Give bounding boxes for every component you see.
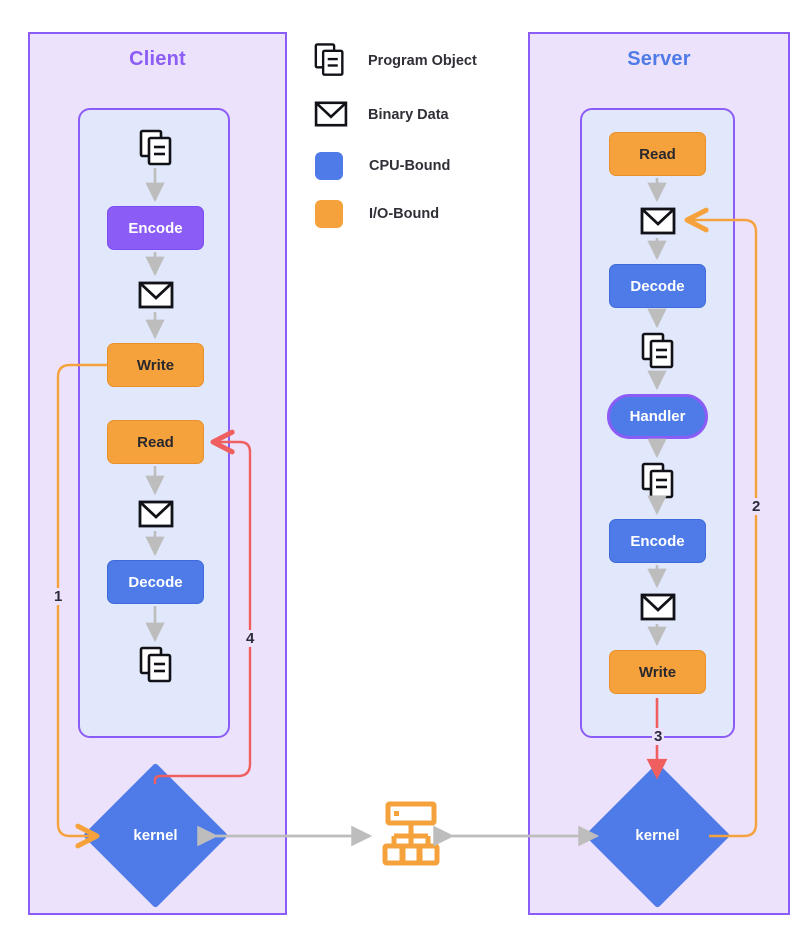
client-binary-data-icon-in bbox=[138, 499, 174, 534]
legend-label-binary-data: Binary Data bbox=[368, 107, 449, 123]
legend-label-cpu-bound: CPU-Bound bbox=[369, 158, 451, 174]
client-title: Client bbox=[129, 48, 186, 70]
binary-data-icon bbox=[314, 100, 348, 130]
legend-label-io-bound: I/O-Bound bbox=[369, 206, 440, 222]
legend-row-cpu-bound: CPU-Bound bbox=[315, 152, 450, 180]
client-encode-box[interactable]: Encode bbox=[107, 206, 204, 250]
server-write-box[interactable]: Write bbox=[609, 650, 706, 694]
server-binary-data-icon-in bbox=[640, 206, 676, 241]
server-program-object-icon-out bbox=[641, 462, 676, 505]
server-program-object-icon-in bbox=[641, 332, 676, 375]
flow-label-2: 2 bbox=[750, 498, 763, 515]
legend-row-program-object: Program Object bbox=[314, 42, 477, 80]
client-program-object-icon bbox=[139, 129, 174, 172]
server-encode-box[interactable]: Encode bbox=[609, 519, 706, 563]
client-kernel-label: kernel bbox=[133, 827, 178, 844]
client-read-box[interactable]: Read bbox=[107, 420, 204, 464]
flow-label-1: 1 bbox=[52, 588, 65, 605]
cpu-bound-swatch bbox=[315, 152, 343, 180]
server-kernel-label: kernel bbox=[635, 827, 680, 844]
legend-label-program-object: Program Object bbox=[368, 53, 477, 69]
client-program-object-result-icon bbox=[139, 646, 174, 689]
client-write-box[interactable]: Write bbox=[107, 343, 204, 387]
server-binary-data-icon-out bbox=[640, 592, 676, 627]
server-handler-pill[interactable]: Handler bbox=[607, 394, 708, 439]
server-decode-box[interactable]: Decode bbox=[609, 264, 706, 308]
legend: Program Object Binary Data CPU-Bound I/O… bbox=[314, 36, 514, 236]
io-bound-swatch bbox=[315, 200, 343, 228]
flow-label-3: 3 bbox=[652, 728, 665, 745]
client-decode-box[interactable]: Decode bbox=[107, 560, 204, 604]
server-kernel-diamond[interactable]: kernel bbox=[584, 762, 731, 909]
client-kernel-diamond[interactable]: kernel bbox=[82, 762, 229, 909]
legend-row-io-bound: I/O-Bound bbox=[315, 200, 439, 228]
legend-row-binary-data: Binary Data bbox=[314, 100, 449, 130]
client-binary-data-icon-out bbox=[138, 280, 174, 315]
server-title: Server bbox=[627, 48, 691, 70]
program-object-icon bbox=[314, 42, 348, 80]
server-read-box[interactable]: Read bbox=[609, 132, 706, 176]
network-sitemap-icon bbox=[380, 800, 442, 873]
flow-label-4: 4 bbox=[244, 630, 257, 647]
